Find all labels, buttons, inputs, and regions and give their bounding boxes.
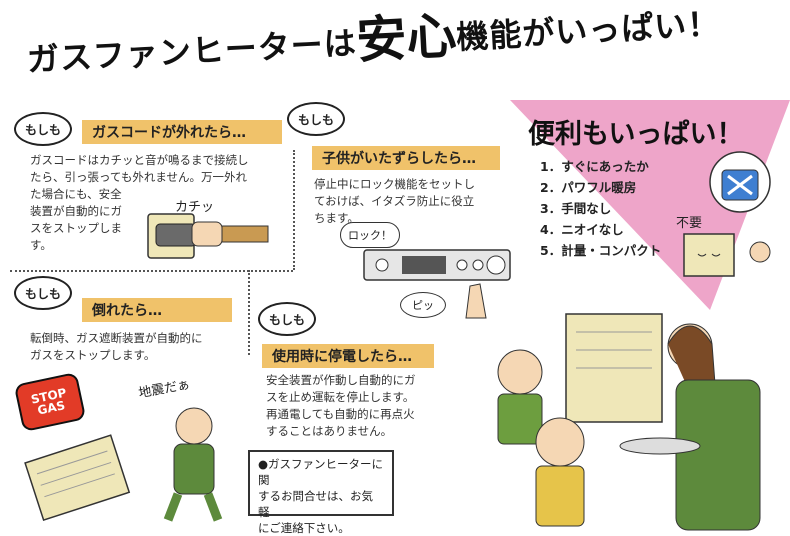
lock-bubble: ロック！: [340, 222, 400, 248]
earthquake-shout: 地震だぁ: [137, 377, 192, 402]
beep-bubble: ピッ: [400, 292, 446, 318]
fuyo-label: 不要: [676, 216, 703, 231]
gas-plug-illustration: [147, 213, 269, 259]
list-item: 3．手間なし: [540, 201, 612, 216]
list-item: 5．計量・コンパクト: [540, 243, 662, 258]
section-heading-power: 使用時に停電したら…: [262, 344, 434, 368]
section-heading-code: ガスコードが外れたら…: [82, 120, 282, 144]
page-title: ガスファンヒーターは安心機能がいっぱい！: [25, 0, 767, 79]
fallen-heater-scene: [24, 407, 223, 522]
moshimo-badge: もしも: [258, 302, 316, 336]
fuel-tank-icon: [709, 151, 771, 213]
moshimo-badge: もしも: [14, 276, 72, 310]
title-part1: ガスファンヒーターは: [26, 23, 358, 79]
list-item: 2．パワフル暖房: [540, 180, 637, 195]
family-scene-illustration: [497, 313, 761, 531]
benri-title: 便利もいっぱい！: [528, 119, 744, 150]
contact-box: ●ガスファンヒーターに関するお問合せは、お気軽にご連絡下さい。: [248, 450, 394, 535]
title-part3: 機能がいっぱい！: [455, 4, 722, 57]
section-heading-kids: 子供がいたずらしたら…: [312, 146, 500, 170]
mini-heater-illustration: [683, 233, 771, 277]
moshimo-badge: もしも: [14, 112, 72, 146]
title-highlight: 安心: [354, 6, 458, 70]
divider: [248, 270, 250, 355]
section-body-fall: 転倒時、ガス遮断装置が自動的にガスをストップします。: [30, 331, 203, 362]
section-body-kids: 停止中にロック機能をセットしておけば、イタズラ防止に役立ちます。: [314, 177, 475, 225]
list-item: 4．ニオイなし: [540, 222, 624, 237]
divider: [293, 150, 295, 270]
section-heading-fall: 倒れたら…: [82, 298, 232, 322]
moshimo-badge: もしも: [287, 102, 345, 136]
divider: [10, 270, 293, 272]
control-panel-illustration: [363, 249, 511, 319]
benri-list: 1．すぐにあったか 2．パワフル暖房 3．手間なし 4．ニオイなし 5．計量・コ…: [540, 156, 661, 261]
sfx-click: カチッ: [175, 200, 215, 215]
list-item: 1．すぐにあったか: [540, 159, 649, 174]
section-body-power: 安全装置が作動し自動的にガスを止め運転を停止します。 再通電しても自動的に再点火…: [266, 373, 416, 438]
section-body-code: ガスコードはカチッと音が鳴るまで接続したら、引っ張っても外れません。万一外れ た…: [30, 153, 249, 252]
